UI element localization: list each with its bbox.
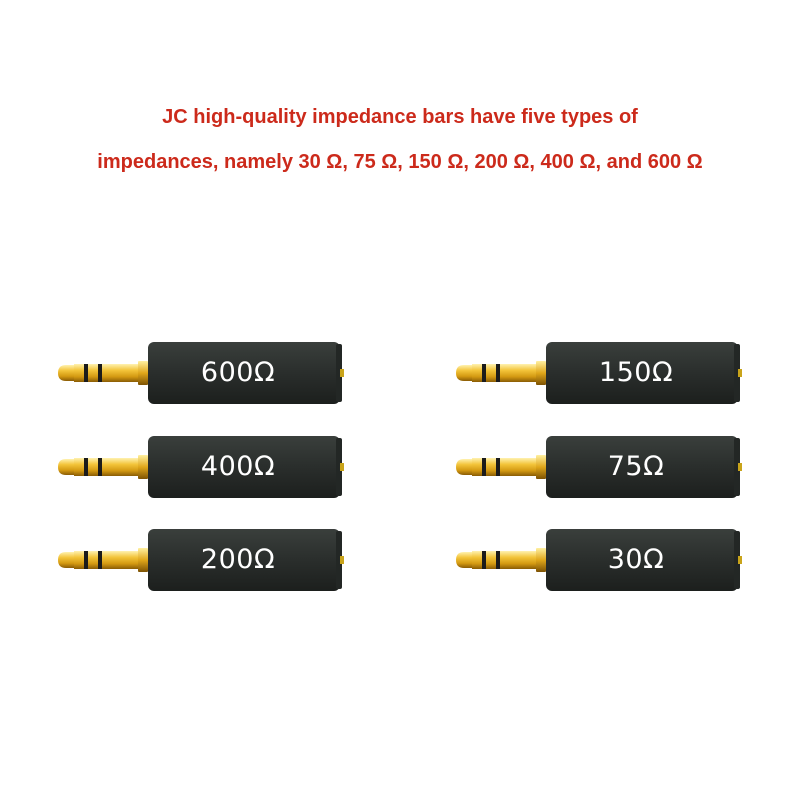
- plug-600-ohm: 600Ω: [52, 339, 352, 407]
- impedance-label: 30Ω: [607, 544, 665, 575]
- headline-line-1: JC high-quality impedance bars have five…: [162, 106, 638, 128]
- plug-30-ohm: 30Ω: [450, 526, 750, 594]
- plug-150-ohm: 150Ω: [450, 339, 750, 407]
- plug-200-ohm: 200Ω: [52, 526, 352, 594]
- impedance-label: 600Ω: [200, 357, 276, 388]
- headline-line-2: impedances, namely 30 Ω, 75 Ω, 150 Ω, 20…: [97, 151, 703, 173]
- plug-400-ohm: 400Ω: [52, 433, 352, 501]
- impedance-label: 200Ω: [200, 544, 276, 575]
- plug-75-ohm: 75Ω: [450, 433, 750, 501]
- impedance-label: 400Ω: [200, 451, 276, 482]
- impedance-label: 150Ω: [598, 357, 674, 388]
- impedance-label: 75Ω: [607, 451, 665, 482]
